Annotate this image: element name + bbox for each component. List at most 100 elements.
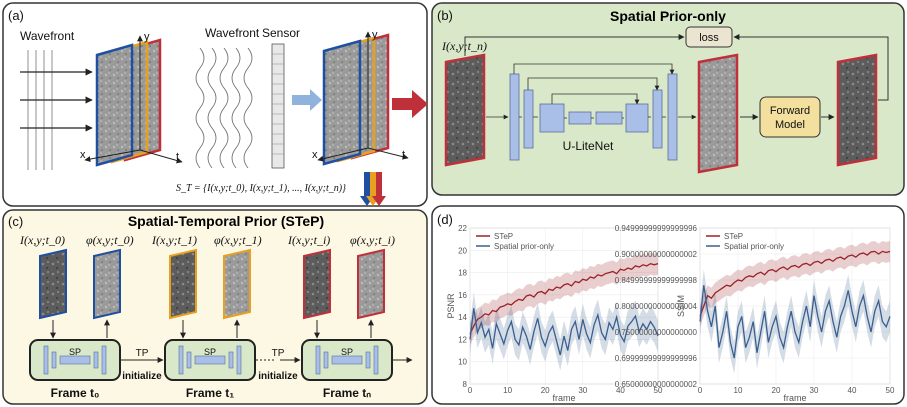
loss-box [685,26,733,48]
series-band-0 [470,252,658,345]
down-arrows-to-c [360,172,386,206]
x-axis-label: frame [552,393,575,403]
y-tick-label: 0.75000000000000000 [615,328,698,337]
y-tick-label: 20 [458,246,467,255]
loss-connections [464,34,889,101]
legend-entry: STeP [724,232,743,241]
panel-c: (c) Spatial-Temporal Prior (STeP) I(x,y;… [2,209,428,405]
y-axis-label: SSIM [676,295,686,317]
wavefront-left-label: Wavefront [20,29,75,43]
forward-model-line2: Model [775,119,805,131]
u-litenet-blocks [509,73,678,161]
plane-wavefront-lines [27,50,53,170]
x-tick-label: 30 [810,386,819,395]
frame1-intensity-label: I(x,y;t_1) [151,233,197,247]
frame0-phase-label: φ(x,y;t_0) [86,233,134,247]
axis-x-right: x [312,149,318,161]
blue-arrow [292,89,322,111]
axes-right [317,31,409,162]
y-tick-label: 0.94999999999999996 [615,224,698,233]
plot-area [469,227,659,385]
axes-left [84,35,183,164]
axis-t-left: t [176,151,179,163]
phase-estimate-image [697,53,739,174]
x-tick-label: 30 [578,386,587,395]
x-axis-label: frame [783,393,806,403]
y-tick-label: 18 [458,269,467,278]
y-tick-label: 8 [463,380,468,389]
panel-c-label: (c) [8,214,23,229]
x-tick-label: 0 [468,386,473,395]
distorted-wavefront-lines [195,47,253,169]
series-line-0 [699,250,891,317]
y-tick-label: 16 [458,291,467,300]
axis-y-left: y [144,31,150,43]
panel-a-label: (a) [8,8,24,23]
framen-phase-label: φ(x,y;t_i) [350,233,395,247]
x-tick-label: 50 [654,386,663,395]
frame1-caption: Frame t₁ [186,386,234,400]
input-intensity-label: I(x,y;t_n) [441,39,487,53]
sample-stack-left [95,38,162,167]
sp-label-n: SP [341,347,353,357]
tp-label-1: TP [136,348,149,359]
x-tick-label: 10 [734,386,743,395]
series-line-1 [469,308,659,356]
frame0-phase-image [93,248,121,320]
series-band-0 [700,241,890,327]
x-tick-label: 50 [886,386,895,395]
axis-x-left: x [80,149,86,161]
series-line-0 [469,262,659,335]
sensor-label: Sensor [262,26,300,40]
sp-label-1: SP [204,347,216,357]
framen-intensity-label: I(x,y;t_i) [287,233,330,247]
framen-phase-image [357,248,385,320]
legend-entry: Spatial prior-only [494,242,554,251]
forward-model-line1: Forward [770,105,810,117]
frame1-intensity-image [169,248,197,320]
loss-label: loss [699,32,719,44]
sp-label-0: SP [69,347,81,357]
panel-c-title: Spatial-Temporal Prior (STeP) [128,213,324,229]
u-litenet-skips [486,63,697,120]
y-tick-label: 0.80000000000000004 [615,302,698,311]
network-label: U-LiteNet [563,139,614,153]
frame1-phase-label: φ(x,y;t_1) [214,233,262,247]
panel-a: (a) Wavefront Wavefront Sensor y x [2,2,428,207]
frame0-caption: Frame t₀ [51,386,100,400]
incident-rays [20,68,93,132]
red-arrow-to-b [392,90,428,118]
tp-label-2: TP [272,348,285,359]
predicted-intensity-image [836,53,878,167]
step-network-n: SP [301,339,393,381]
x-tick-label: 40 [848,386,857,395]
frame0-intensity-label: I(x,y;t_0) [19,233,65,247]
framen-intensity-image [303,248,331,320]
panel-b: (b) Spatial Prior-only I(x,y;t_n) loss [431,2,905,196]
framen-caption: Frame tₙ [323,386,371,400]
x-tick-label: 20 [541,386,550,395]
initialize-label-2: initialize [258,371,298,382]
panel-d-label: (d) [437,212,453,227]
series-band-1 [700,269,890,374]
y-tick-label: 0.69999999999999996 [615,354,698,363]
legend-entry: Spatial prior-only [724,242,784,251]
sample-stack-right [322,33,390,166]
forward-model-box [759,96,821,138]
step-network-0: SP [29,339,121,381]
step-network-1: SP [164,339,256,381]
series-line-1 [699,285,891,359]
panel-c-vertical-arrows [50,319,374,339]
x-tick-label: 40 [616,386,625,395]
sensor-array [271,43,285,169]
y-tick-label: 0.90000000000000002 [615,250,698,259]
legend-entry: STeP [494,232,513,241]
frame1-phase-image [223,248,251,320]
axis-y-right: y [372,29,378,41]
input-frame-image [444,53,486,167]
panel-b-label: (b) [437,8,453,23]
x-tick-label: 0 [698,386,703,395]
